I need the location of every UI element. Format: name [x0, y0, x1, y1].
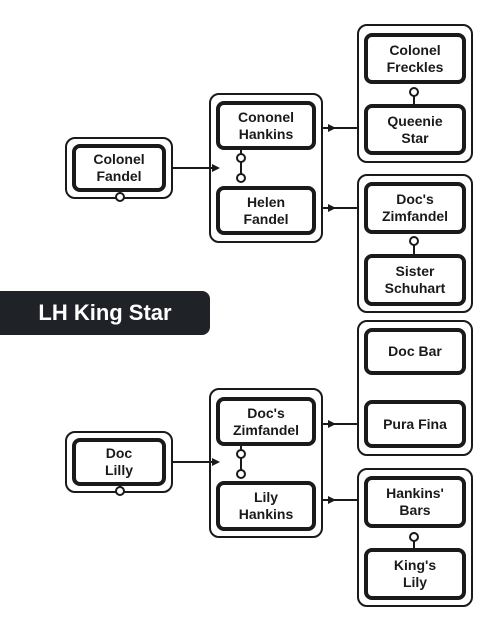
junction-dot — [236, 153, 246, 163]
sire-sire-sire-node: Colonel Freckles — [364, 33, 466, 84]
dam-node: Doc Lilly — [72, 438, 166, 486]
junction-dot — [236, 173, 246, 183]
junction-dot — [236, 469, 246, 479]
dam-sire-sire-node: Doc Bar — [364, 328, 466, 375]
frame-dam-dam-parents — [357, 468, 473, 607]
sire-node: Colonel Fandel — [72, 144, 166, 192]
frame-sire-dam-parents — [357, 174, 473, 313]
sire-sire-dam-node: Queenie Star — [364, 104, 466, 155]
dam-dam-node: Lily Hankins — [216, 481, 316, 531]
dam-dam-sire-node: Hankins' Bars — [364, 476, 466, 528]
sire-dam-dam-node: Sister Schuhart — [364, 254, 466, 306]
sire-dam-node: Helen Fandel — [216, 186, 316, 235]
junction-dot — [115, 486, 125, 496]
junction-dot — [409, 236, 419, 246]
dam-sire-dam-node: Pura Fina — [364, 400, 466, 448]
frame-sire-sire-parents — [357, 24, 473, 163]
junction-dot — [409, 87, 419, 97]
junction-dot — [409, 532, 419, 542]
dam-sire-node: Doc's Zimfandel — [216, 397, 316, 446]
dam-dam-dam-node: King's Lily — [364, 548, 466, 600]
junction-dot — [115, 192, 125, 202]
junction-dot — [236, 449, 246, 459]
sire-dam-sire-node: Doc's Zimfandel — [364, 182, 466, 234]
horse-name-title: LH King Star — [0, 291, 210, 335]
sire-sire-node: Cononel Hankins — [216, 101, 316, 150]
frame-dam-sire-parents — [357, 320, 473, 456]
